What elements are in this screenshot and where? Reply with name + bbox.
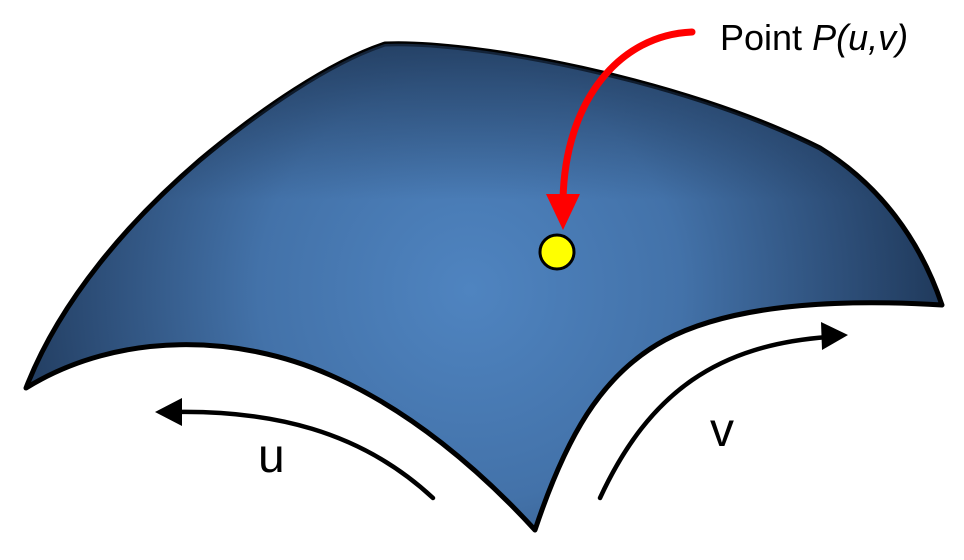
point-label-prefix: Point: [720, 17, 812, 58]
v-arrow-head: [821, 322, 848, 350]
v-label: v: [710, 404, 734, 457]
u-arrow-head: [155, 398, 182, 426]
pointer-arrow-shaft: [559, 28, 696, 204]
u-label: u: [258, 430, 285, 483]
v-direction-arrow: [597, 334, 831, 501]
u-direction-arrow: [169, 409, 436, 501]
surface-point: [538, 233, 576, 271]
pointer-arrow-head: [546, 194, 580, 230]
surface-top-shading: [26, 43, 942, 530]
point-label: Point P(u,v): [720, 17, 908, 58]
point-label-name: P(u,v): [812, 17, 908, 58]
